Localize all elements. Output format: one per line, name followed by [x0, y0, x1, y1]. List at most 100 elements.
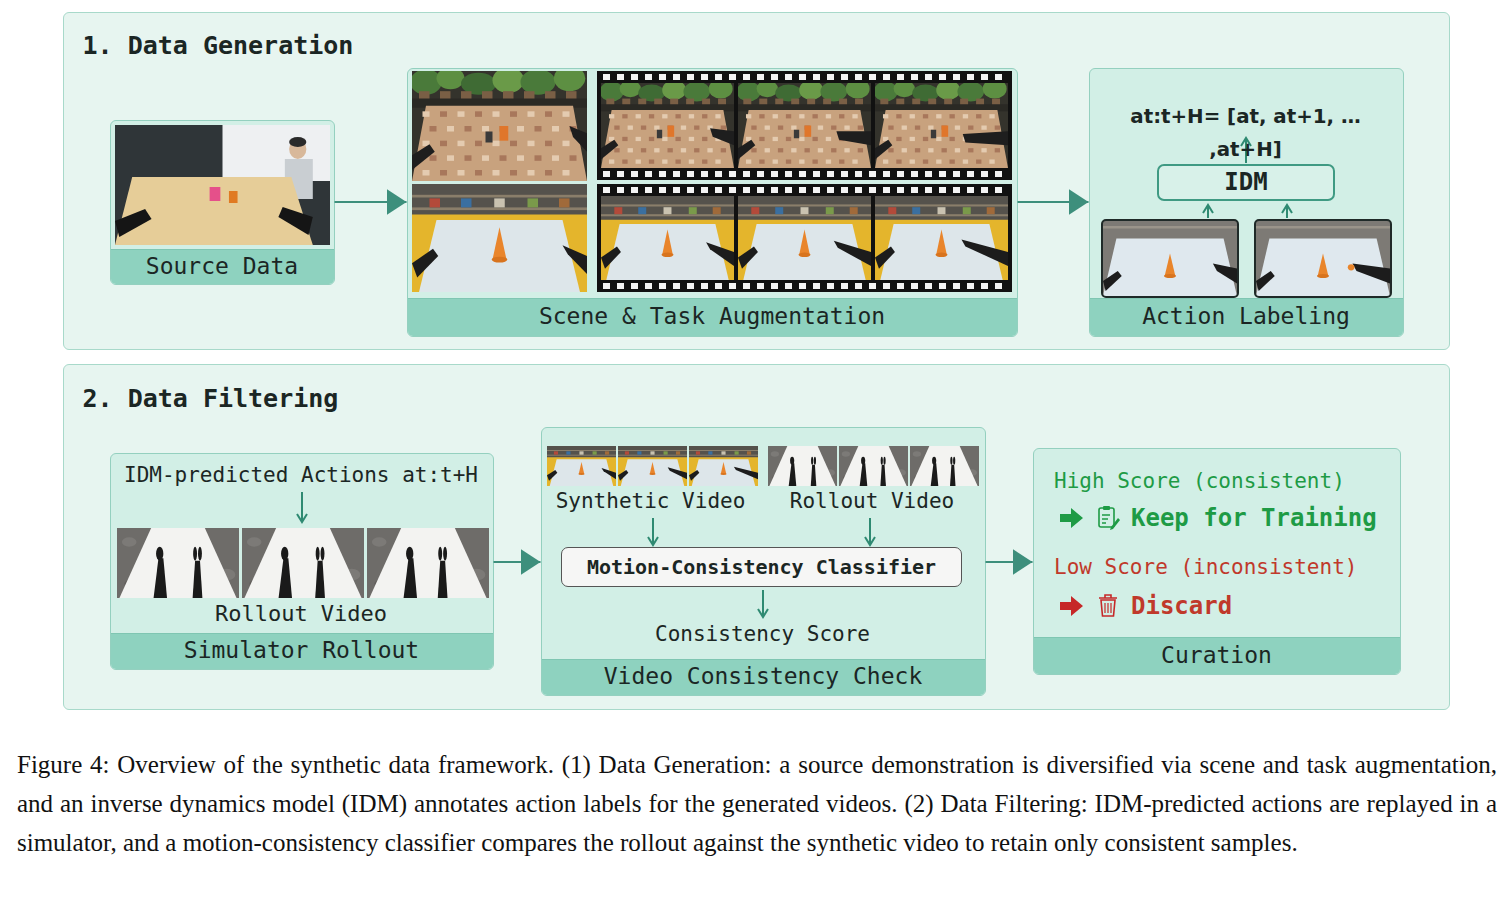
- robot-arm: [412, 249, 438, 278]
- table-pattern: [786, 137, 791, 141]
- texture: [343, 569, 360, 581]
- table-pattern: [614, 148, 619, 152]
- table-pattern: [765, 126, 770, 130]
- table-pattern: [888, 126, 893, 130]
- scene-shape: [412, 184, 587, 292]
- sprocket-hole: [911, 187, 918, 193]
- section-panel: 2. Data FilteringIDM-predicted Actions a…: [63, 364, 1450, 710]
- stage-box: Source Data: [110, 120, 335, 285]
- film-strip: [597, 184, 1012, 292]
- text-slot: Consistency Score: [544, 620, 981, 650]
- table-pattern: [883, 160, 888, 164]
- gripper-finger: [814, 457, 816, 465]
- table-pattern: [773, 137, 778, 141]
- sprocket-hole: [897, 171, 904, 177]
- table-pattern: [552, 155, 559, 161]
- robot-arm: [836, 131, 871, 145]
- table-pattern: [852, 137, 857, 141]
- table-pattern: [662, 160, 667, 164]
- table-pattern: [923, 160, 928, 164]
- table: [606, 224, 728, 280]
- table-pattern: [778, 126, 783, 130]
- table-pattern: [721, 148, 726, 152]
- robot-arm: [618, 470, 628, 481]
- table-pattern: [923, 137, 928, 141]
- table-pattern: [517, 126, 524, 132]
- table-pattern: [844, 126, 849, 130]
- sprocket-hole: [897, 74, 904, 80]
- robot-arm: [547, 470, 557, 481]
- table-pattern: [609, 137, 614, 141]
- table-pattern: [831, 148, 836, 152]
- table-pattern: [968, 126, 973, 130]
- table-pattern: [440, 141, 447, 147]
- table-pattern: [641, 126, 646, 130]
- shelf-item: [579, 451, 583, 454]
- texture: [122, 537, 137, 546]
- sprocket-hole: [813, 187, 820, 193]
- table-pattern: [989, 137, 994, 141]
- sprocket-hole: [715, 283, 722, 289]
- plant: [757, 80, 778, 97]
- cup: [668, 126, 675, 137]
- texture: [967, 469, 977, 476]
- table-pattern: [622, 137, 627, 141]
- plant-pot: [839, 99, 847, 106]
- table-pattern: [963, 137, 968, 141]
- table-pattern: [826, 114, 831, 118]
- plant-pot: [654, 99, 662, 106]
- scene-shape: [601, 196, 734, 280]
- model-box: IDM: [1157, 164, 1335, 201]
- robot-arm: [1352, 264, 1390, 284]
- text-slot: Rollout Video: [113, 600, 489, 630]
- shelf: [618, 455, 687, 456]
- table-pattern: [500, 126, 507, 132]
- text-label: IDM: [1224, 168, 1267, 197]
- table-pattern: [636, 137, 641, 141]
- table-pattern: [681, 148, 686, 152]
- table-pattern: [482, 126, 489, 132]
- table-pattern: [799, 160, 804, 164]
- plant-pot: [419, 91, 430, 100]
- table-pattern: [896, 137, 901, 141]
- table-pattern: [570, 155, 577, 161]
- table-pattern: [858, 126, 863, 130]
- plant: [662, 80, 686, 100]
- cup: [229, 191, 238, 203]
- table-pattern: [609, 160, 614, 164]
- shelf-item: [554, 451, 558, 454]
- text-label: High Score (consistent): [1054, 469, 1345, 493]
- plant: [737, 82, 761, 102]
- floor: [547, 457, 616, 486]
- sprocket-hole: [729, 283, 736, 289]
- sprocket-hole: [785, 187, 792, 193]
- shelf-item: [775, 207, 783, 214]
- plant: [912, 84, 939, 101]
- robot-arm: [601, 246, 621, 268]
- table-pattern: [896, 160, 901, 164]
- table-pattern: [715, 114, 720, 118]
- flow-connector: [494, 561, 541, 563]
- pencil-icon: [1110, 518, 1120, 530]
- table-pattern: [812, 114, 817, 118]
- plant-pot: [670, 99, 678, 106]
- sprocket-hole: [799, 171, 806, 177]
- sprocket-hole: [659, 283, 666, 289]
- section-heading: 2. Data Filtering: [83, 384, 339, 413]
- shelf: [601, 204, 734, 206]
- table-pattern: [628, 148, 633, 152]
- table-pattern: [902, 148, 907, 152]
- table-pattern: [707, 148, 712, 152]
- sprocket-hole: [687, 171, 694, 177]
- plant: [554, 66, 586, 92]
- sprocket-hole: [757, 187, 764, 193]
- trash-icon: [1101, 600, 1115, 616]
- sprocket-hole: [967, 283, 974, 289]
- plant-pot: [992, 99, 1000, 106]
- plant-pot: [482, 91, 493, 100]
- table-pattern: [440, 111, 447, 117]
- sprocket-hole: [813, 283, 820, 289]
- robot-arm: [834, 241, 871, 266]
- floor: [738, 220, 871, 280]
- sprocket-hole: [883, 74, 890, 80]
